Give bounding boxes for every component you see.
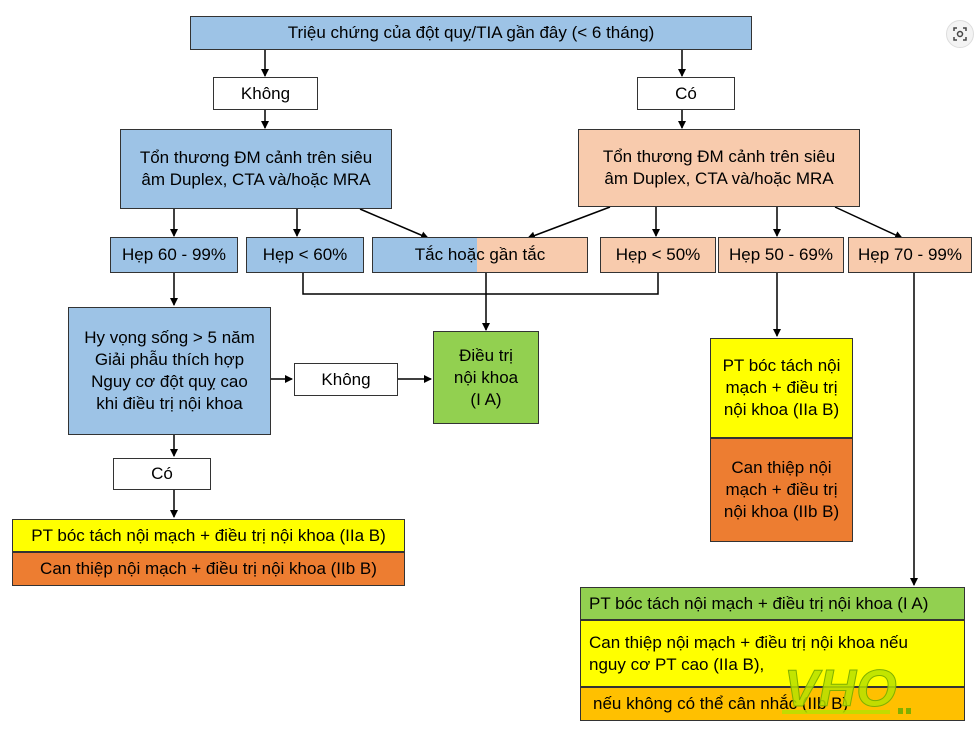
no-box-middle: Không [294, 363, 398, 396]
criteria-box: Hy vọng sống > 5 năm Giải phẫu thích hợp… [68, 307, 271, 435]
br-consider-box: nếu không có thể cân nhắc (IIb B) [580, 687, 965, 721]
mid-stenting-box: Can thiệp nội mạch + điều trị nội khoa (… [710, 438, 853, 542]
scan-icon[interactable] [946, 20, 974, 48]
vho-logo: VHO [782, 660, 911, 718]
yes-box-right: Có [637, 77, 735, 110]
no-box-left: Không [213, 77, 318, 110]
stenosis-50-69-box: Hẹp 50 - 69% [718, 237, 844, 273]
lesion-box-right: Tổn thương ĐM cảnh trên siêu âm Duplex, … [578, 129, 860, 207]
top-symptom-box: Triệu chứng của đột quỵ/TIA gần đây (< 6… [190, 16, 752, 50]
mid-endarterectomy-box: PT bóc tách nội mạch + điều trị nội khoa… [710, 338, 853, 438]
lesion-box-left: Tổn thương ĐM cảnh trên siêu âm Duplex, … [120, 129, 392, 209]
yes-box-left: Có [113, 458, 211, 490]
stenosis-lt60-box: Hẹp < 60% [246, 237, 364, 273]
br-stenting-box: Can thiệp nội mạch + điều trị nội khoa n… [580, 620, 965, 687]
br-endarterectomy-box: PT bóc tách nội mạch + điều trị nội khoa… [580, 587, 965, 620]
stenosis-70-99-box: Hẹp 70 - 99% [848, 237, 972, 273]
stenosis-60-99-box: Hẹp 60 - 99% [110, 237, 238, 273]
left-endarterectomy-box: PT bóc tách nội mạch + điều trị nội khoa… [12, 519, 405, 552]
left-stenting-box: Can thiệp nội mạch + điều trị nội khoa (… [12, 552, 405, 586]
medical-therapy-box: Điều trị nội khoa (I A) [433, 331, 539, 424]
occlusion-box: Tắc hoặc gần tắc [372, 237, 588, 273]
stenosis-lt50-box: Hẹp < 50% [600, 237, 716, 273]
svg-text:VHO: VHO [784, 660, 897, 718]
